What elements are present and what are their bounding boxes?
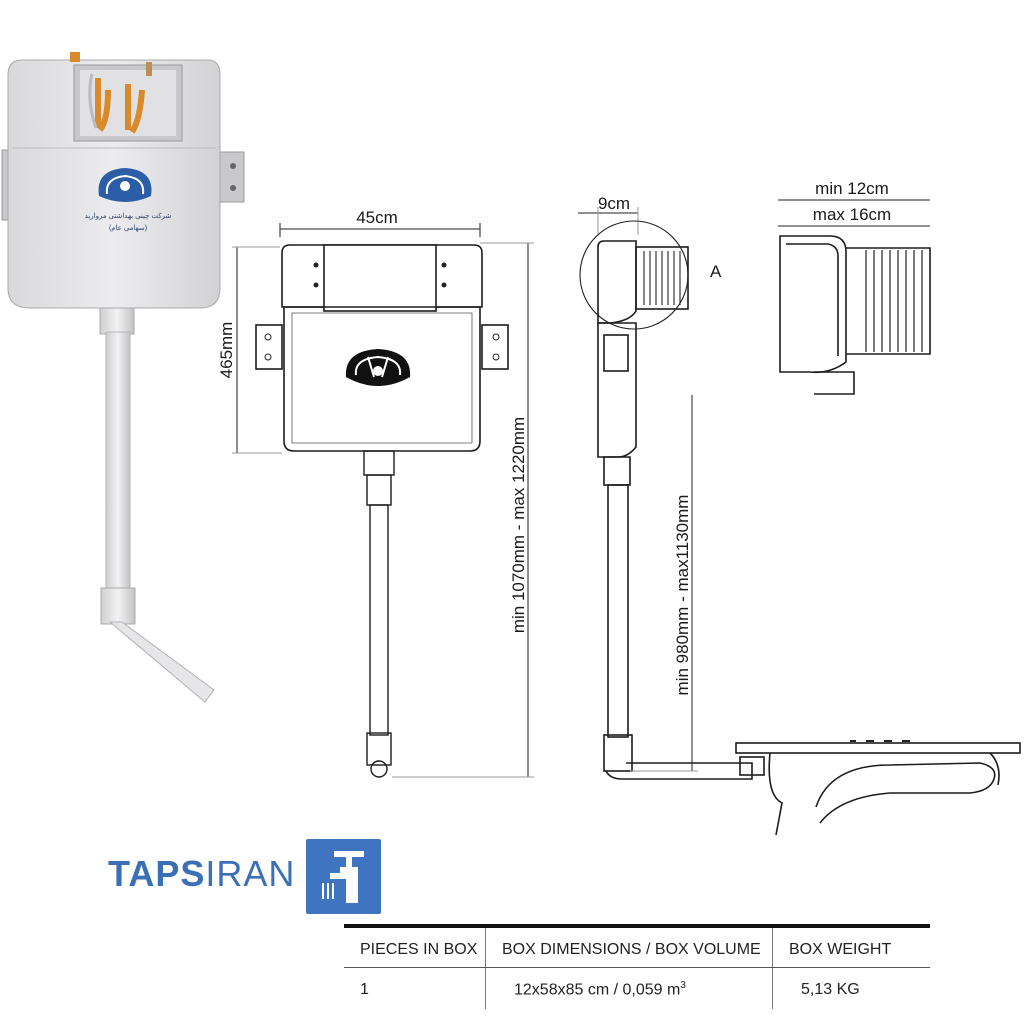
header-pieces: PIECES IN BOX [344,924,486,968]
side-total-height-label: min 980mm - max1130mm [673,495,692,696]
faucet-icon [322,851,364,903]
cell-pieces: 1 [360,980,369,998]
header-dimensions: BOX DIMENSIONS / BOX VOLUME [485,924,773,968]
dimensions-superscript: 3 [680,980,686,991]
section-label: A [710,262,722,281]
detail-min-label: min 12cm [815,179,889,198]
front-height-label: 465mm [217,322,236,379]
table-row: 1 12x58x85 cm / 0,059 m3 5,13 KG [344,967,930,1010]
brand-logo-box [306,839,381,914]
dimensions-value: 12x58x85 cm / 0,059 m [514,981,681,999]
cell-dimensions: 12x58x85 cm / 0,059 m3 [485,967,773,1010]
side-view-drawing: 9cm A min 980mm - max1130mm [578,195,1021,835]
product-photo: شرکت چینی بهداشتی مروارید (سهامی عام) [1,52,245,703]
detail-marker-circle [579,220,689,330]
svg-text:(سهامی عام): (سهامی عام) [109,225,147,232]
side-depth-label: 9cm [598,195,630,213]
spec-table: PIECES IN BOX BOX DIMENSIONS / BOX VOLUM… [344,924,930,1010]
front-width-label: 45cm [356,208,398,227]
front-view-drawing: 45cm 465mm min 1070mm - max 1220mm [217,208,534,778]
svg-text:شرکت چینی بهداشتی مروارید: شرکت چینی بهداشتی مروارید [85,212,172,220]
brand-logo-text: TAPSIRAN [108,853,295,895]
header-weight: BOX WEIGHT [772,924,930,968]
front-total-height-label: min 1070mm - max 1220mm [509,417,528,633]
cell-weight: 5,13 KG [772,967,930,1010]
front-shell-logo [345,349,411,386]
brand-name-bold: TAPS [108,853,206,894]
spec-table-header: PIECES IN BOX BOX DIMENSIONS / BOX VOLUM… [344,924,930,968]
brand-name-light: IRAN [205,853,296,894]
shell-logo [98,168,152,202]
detail-a-drawing: min 12cm max 16cm [778,179,931,395]
detail-max-label: max 16cm [813,205,891,224]
